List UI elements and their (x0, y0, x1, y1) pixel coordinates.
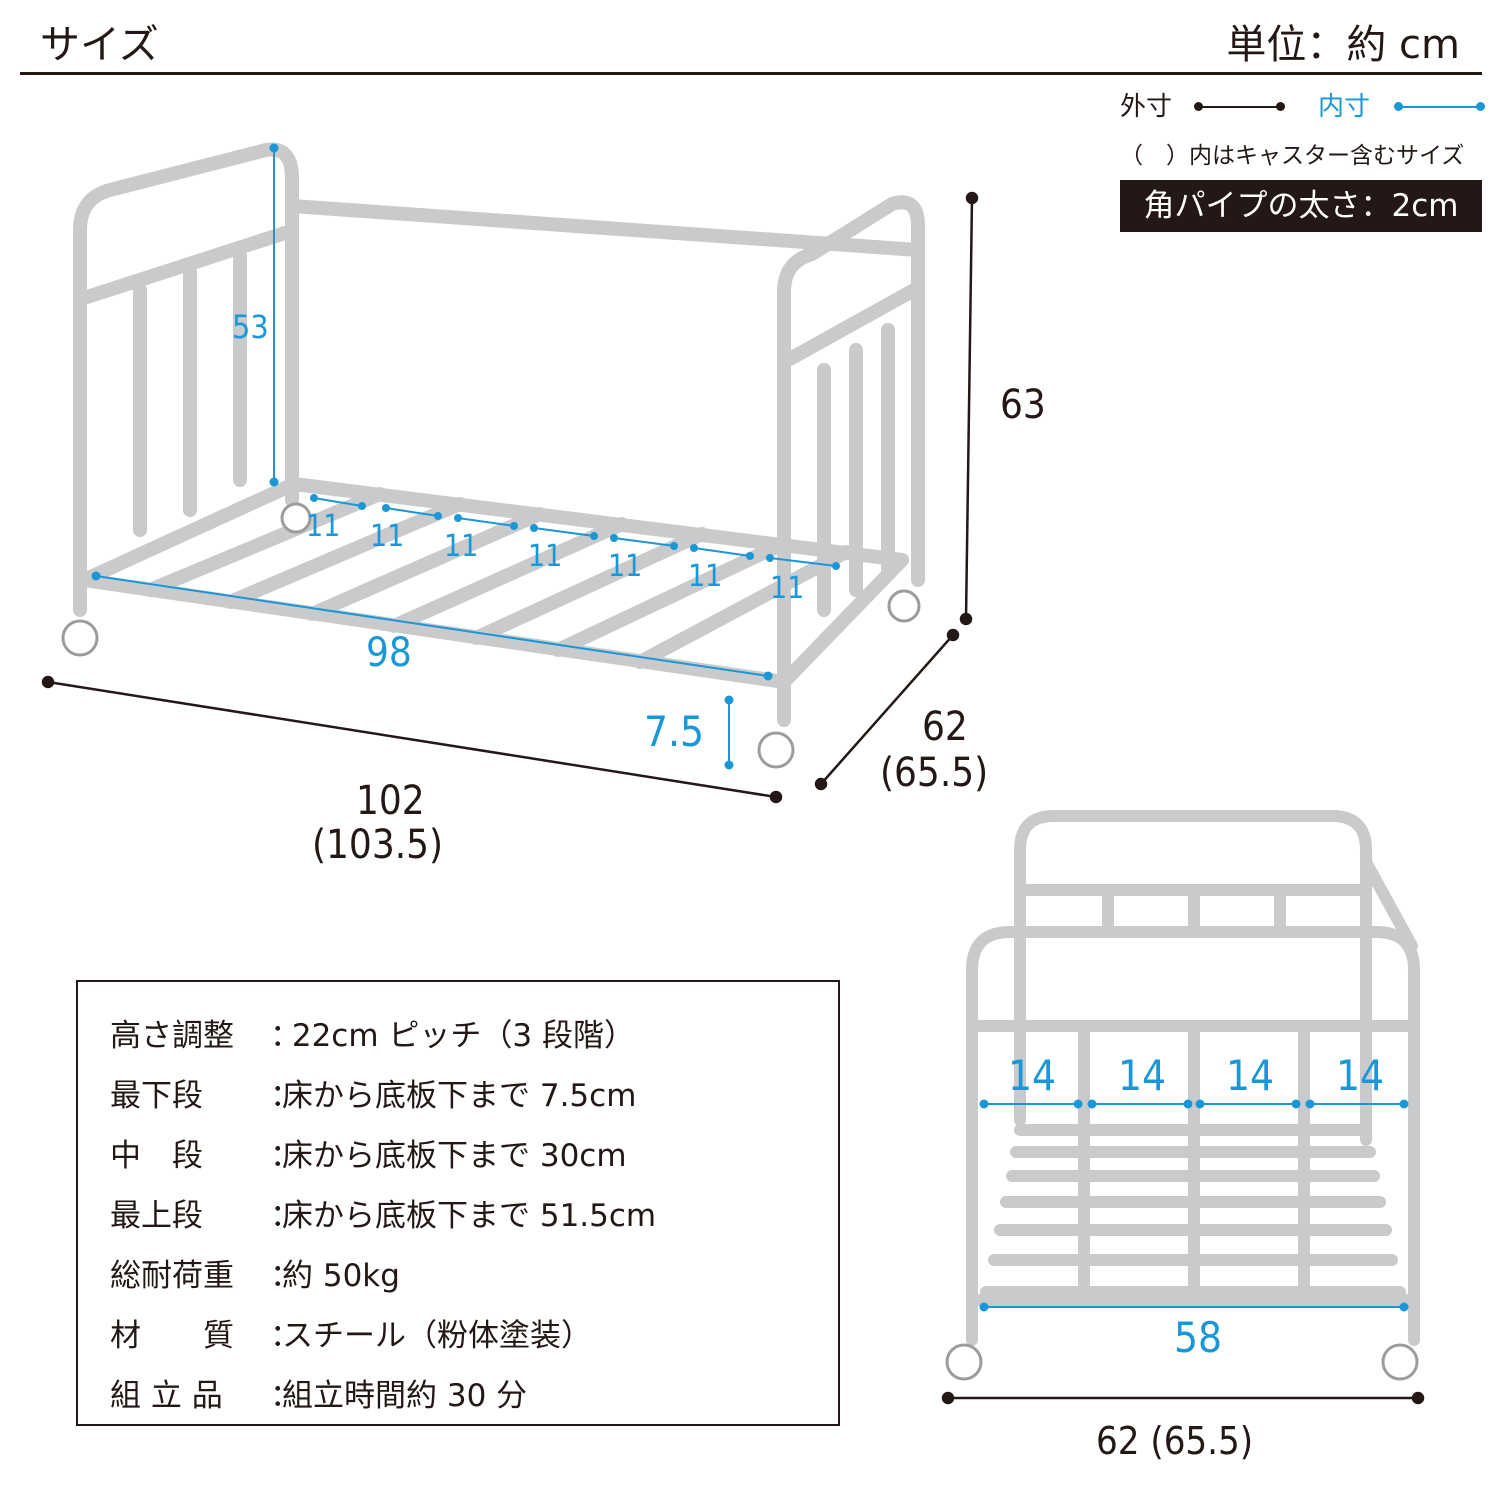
left-crossbar (77, 225, 295, 305)
height-label: 63 (1000, 382, 1046, 428)
slat-gap-label: 11 (688, 559, 722, 594)
bar-gap-label: 14 (1118, 1051, 1166, 1100)
inner-length-label: 98 (366, 630, 412, 676)
caster-front-view-left (945, 1343, 983, 1381)
spec-label: 総耐荷重 (110, 1258, 234, 1294)
specifications-box: 高さ調整： 22cm ピッチ（3 段階） 最下段：床から底板下まで 7.5cm … (76, 980, 840, 1426)
caster-back-right (887, 589, 921, 623)
spec-value: 床から底板下まで 51.5cm (282, 1198, 657, 1234)
spec-value: 床から底板下まで 7.5cm (282, 1078, 637, 1114)
bar-gap-label: 14 (1008, 1051, 1056, 1100)
front-end-frame (966, 926, 1420, 1346)
legend-inner-dot-right (1476, 102, 1485, 111)
legend-outer-line (1198, 106, 1280, 108)
wagon-frame-perspective (73, 142, 925, 727)
depth-label: 62 (922, 704, 968, 750)
spec-row-load: 総耐荷重：約 50kg (110, 1250, 400, 1295)
spec-label: 組 立 品 (110, 1378, 223, 1414)
legend-inner-dot-left (1394, 102, 1403, 111)
depth-with-casters-label: (65.5) (880, 750, 988, 796)
width-dimension-line (47, 680, 777, 799)
bottom-clearance-label: 7.5 (644, 707, 704, 756)
header-divider (20, 72, 1482, 75)
spec-value: 約 50kg (282, 1258, 400, 1294)
legend-inner-label: 内寸 (1318, 92, 1371, 122)
width-label: 102 (356, 778, 425, 824)
bar-gap-label: 14 (1226, 1051, 1274, 1100)
casters-front (945, 1343, 1419, 1381)
spec-row-height-adjust: 高さ調整： 22cm ピッチ（3 段階） (110, 1010, 635, 1055)
width-with-casters-label: (103.5) (312, 822, 443, 868)
spec-label: 最下段 (110, 1078, 203, 1114)
slat-gap-lines (310, 494, 840, 570)
slat-gap-label: 11 (370, 519, 404, 554)
front-dimension-lines (941, 1099, 1425, 1405)
spec-value: 床から底板下まで 30cm (282, 1138, 627, 1174)
caster-front-view-right (1381, 1343, 1419, 1381)
section-title: サイズ (40, 22, 159, 68)
caster-note: （ ）内はキャスター含むサイズ (1120, 143, 1465, 169)
unit-label: 単位：約 cm (1226, 22, 1460, 68)
outer-dimension-lines (41, 191, 979, 804)
bar-gap-label: 14 (1336, 1051, 1384, 1100)
spec-label: 最上段 (110, 1198, 203, 1234)
right-end-frame (777, 195, 925, 727)
bar-gap-labels: 14 14 14 14 (1008, 1051, 1384, 1100)
slat-gap-label: 11 (770, 571, 804, 606)
spec-row-lowest: 最下段：床から底板下まで 7.5cm (110, 1070, 636, 1115)
slat-gap-label: 11 (608, 549, 642, 584)
slat-gap-label: 11 (528, 539, 562, 574)
spec-row-middle: 中 段：床から底板下まで 30cm (110, 1130, 627, 1175)
casters-perspective (61, 502, 921, 769)
spec-value: 組立時間約 30 分 (282, 1378, 528, 1414)
spec-label: 材 質 (110, 1318, 234, 1354)
spec-label: 高さ調整 (110, 1018, 234, 1054)
legend-outer-dot-left (1194, 102, 1203, 111)
inner-dimension-lines (91, 143, 840, 770)
spec-label: 中 段 (110, 1138, 203, 1174)
front-outer-width-label: 62 (65.5) (1096, 1419, 1253, 1463)
caster-front-right (757, 731, 795, 769)
back-base-rail (287, 477, 909, 567)
legend-inner-line (1398, 106, 1480, 108)
spec-value: 22cm ピッチ（3 段階） (282, 1018, 635, 1054)
front-base-rail (77, 573, 791, 689)
spec-value: スチール（粉体塗装） (282, 1318, 592, 1354)
back-top-rail (285, 199, 925, 257)
inner-length-line (95, 575, 769, 677)
pipe-size-badge: 角パイプの太さ：2cm (1120, 180, 1482, 232)
depth-dimension-line (820, 634, 954, 785)
wagon-frame-front (966, 810, 1420, 1346)
slat-gap-label: 11 (444, 529, 478, 564)
left-end-frame (73, 142, 299, 617)
spec-row-top: 最上段：床から底板下まで 51.5cm (110, 1190, 656, 1235)
inner-height-label: 53 (232, 308, 269, 346)
slat-gap-label: 11 (306, 509, 340, 544)
legend-outer-label: 外寸 (1120, 92, 1173, 122)
caster-back-left (280, 502, 312, 534)
legend-outer-dot-right (1276, 102, 1285, 111)
front-inner-width-label: 58 (1174, 1313, 1222, 1362)
spec-row-material: 材 質：スチール（粉体塗装） (110, 1310, 592, 1355)
rear-end-frame (1014, 810, 1372, 1146)
height-dimension-line (964, 197, 974, 620)
spec-row-assembly: 組 立 品：組立時間約 30 分 (110, 1370, 527, 1415)
caster-front-left (61, 619, 99, 657)
slat-gap-labels: 11 11 11 11 11 11 11 (306, 509, 804, 606)
